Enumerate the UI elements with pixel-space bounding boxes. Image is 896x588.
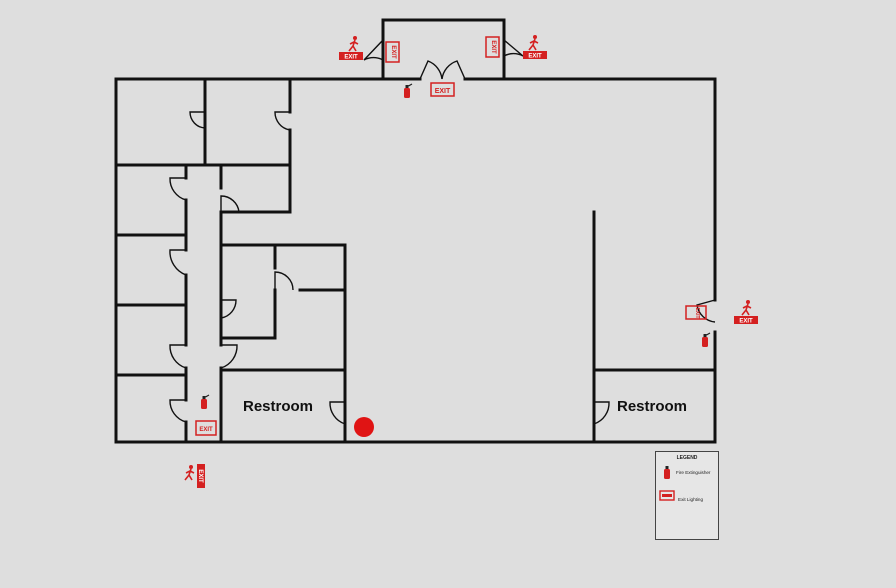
fire-extinguisher-icon: [701, 332, 711, 348]
svg-text:EXIT: EXIT: [528, 54, 542, 60]
svg-text:EXIT: EXIT: [694, 307, 700, 318]
restroom-label-right: Restroom: [617, 398, 688, 415]
exit-route-marker: EXIT: [523, 34, 547, 60]
exit-light-icon: EXIT: [195, 420, 217, 436]
location-marker: [354, 417, 374, 437]
legend-item-label: Fire Extinguisher: [676, 470, 711, 475]
legend-title: LEGEND: [676, 455, 698, 461]
exit-route-marker: EXIT: [184, 464, 205, 488]
exit-light-icon: EXIT: [685, 305, 707, 320]
walls: [114, 18, 717, 444]
legend-item-label: Exit Lighting: [678, 497, 704, 502]
fire-extinguisher-icon: [664, 466, 670, 479]
svg-text:EXIT: EXIT: [739, 319, 753, 325]
exit-route-marker: EXIT: [734, 299, 758, 325]
fire-extinguisher-icon: [200, 394, 210, 410]
svg-text:EXIT: EXIT: [197, 469, 203, 483]
door-swings: [169, 39, 716, 425]
exit-light-icon: EXIT: [485, 36, 500, 58]
svg-text:EXIT: EXIT: [344, 55, 358, 61]
exit-route-marker: EXIT: [339, 35, 363, 61]
svg-text:EXIT: EXIT: [435, 88, 451, 95]
fire-extinguisher-icon: [403, 83, 413, 99]
exit-light-icon: EXIT: [430, 82, 455, 97]
svg-text:EXIT: EXIT: [390, 45, 396, 59]
exit-light-icon: [659, 490, 675, 501]
restroom-label-left: Restroom: [243, 398, 314, 415]
exit-light-icon: EXIT: [385, 41, 400, 63]
svg-text:EXIT: EXIT: [199, 427, 213, 433]
legend: LEGEND Fire Extinguisher Exit Lighting: [655, 451, 719, 540]
svg-text:EXIT: EXIT: [490, 40, 496, 54]
